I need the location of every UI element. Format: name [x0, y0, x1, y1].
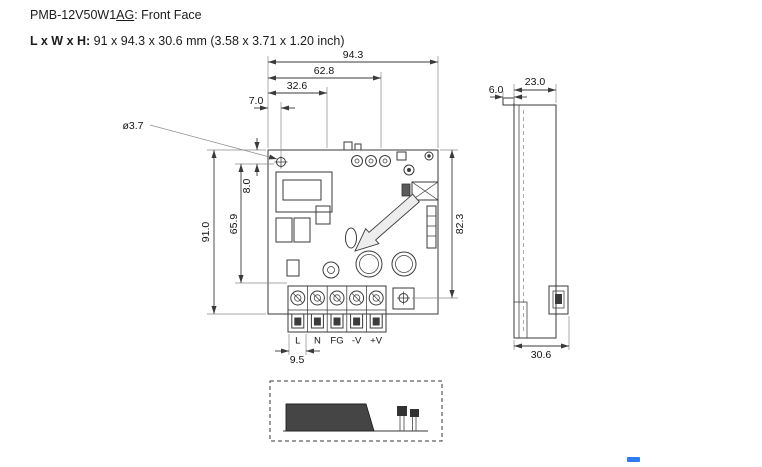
terminal-label-N: N: [314, 336, 321, 347]
dim-23-0: 23.0: [525, 76, 546, 88]
terminal-cell: [349, 290, 365, 329]
bottom-component-profile: [285, 403, 375, 432]
component-block: [396, 151, 407, 161]
component-dark: [401, 183, 411, 197]
dim-32-6: 32.6: [287, 80, 308, 92]
dim-9-5: 9.5: [290, 354, 305, 366]
side-view: 6.0 23.0 30.6: [489, 76, 570, 361]
dim-94-3: 94.3: [343, 49, 364, 61]
dimensions-label: L x W x H:: [30, 34, 91, 48]
electrolytic-capacitor: [355, 250, 383, 278]
terminal-cell: [329, 290, 345, 329]
bottom-outline: [269, 380, 443, 442]
dim-7-0: 7.0: [249, 95, 264, 107]
view-label: : Front Face: [134, 8, 202, 22]
side-connector: [548, 285, 569, 315]
dim-6-0: 6.0: [489, 84, 504, 96]
model-number: PMB-12V50W1: [30, 8, 117, 22]
choke-coil: [322, 261, 340, 279]
component-edge: [343, 141, 353, 151]
dim-hole-diameter: ø3.7: [122, 120, 143, 132]
led-indicator-2: [403, 164, 415, 176]
dim-65-9: 65.9: [228, 214, 240, 235]
component-block: [275, 217, 293, 243]
terminal-cell: [290, 290, 306, 329]
terminal-cell: [309, 290, 325, 329]
component-block: [286, 259, 300, 277]
airflow-arrow: [354, 193, 420, 252]
dim-30-6: 30.6: [531, 349, 552, 361]
dim-91-0: 91.0: [200, 222, 212, 243]
dim-62-8: 62.8: [314, 65, 335, 77]
mounting-hole-top-left: [274, 155, 288, 169]
component-edge: [354, 143, 362, 151]
dimensions-summary: L x W x H: 91 x 94.3 x 30.6 mm (3.58 x 3…: [30, 34, 345, 49]
model-number-suffix: AG: [116, 8, 135, 22]
heatsink-strip: [426, 205, 437, 249]
component-block: [315, 205, 331, 225]
capacitor-row: [351, 155, 391, 167]
terminal-label-FG: FG: [330, 336, 343, 347]
side-dimensions: 6.0 23.0 30.6: [489, 76, 570, 361]
side-top-tab: [502, 97, 515, 106]
mounting-hole-bottom-right: [392, 287, 415, 310]
dimensions-value: 91 x 94.3 x 30.6 mm (3.58 x 3.71 x 1.20 …: [90, 34, 345, 48]
front-view: L N FG -V +V 94.3 62.8 32.6: [122, 49, 466, 366]
terminal-label-negV: -V: [352, 336, 362, 347]
component-block: [293, 217, 311, 243]
terminal-cell: [368, 290, 384, 329]
side-terminal-profile: [513, 301, 528, 339]
dim-82-3: 82.3: [454, 214, 466, 235]
terminal-block: L N FG -V +V: [287, 285, 387, 347]
bottom-pin-component: [410, 409, 419, 431]
component-module: [275, 171, 333, 213]
bottom-pin-component: [397, 406, 407, 431]
bottom-view: [269, 380, 443, 442]
relay-box: [411, 181, 439, 201]
side-body-outline: [513, 104, 557, 339]
terminal-label-L: L: [295, 336, 300, 347]
electrolytic-capacitor: [391, 251, 417, 277]
component-oval: [345, 227, 357, 249]
blue-mark: [627, 457, 640, 462]
led-indicator: [424, 151, 434, 161]
page-title: PMB-12V50W1AG: Front Face: [30, 8, 202, 23]
terminal-label-posV: +V: [370, 336, 383, 347]
front-dimensions: 94.3 62.8 32.6 7.0 ø3.7 91.0 65.9: [122, 49, 466, 366]
dim-8-0: 8.0: [241, 179, 253, 194]
